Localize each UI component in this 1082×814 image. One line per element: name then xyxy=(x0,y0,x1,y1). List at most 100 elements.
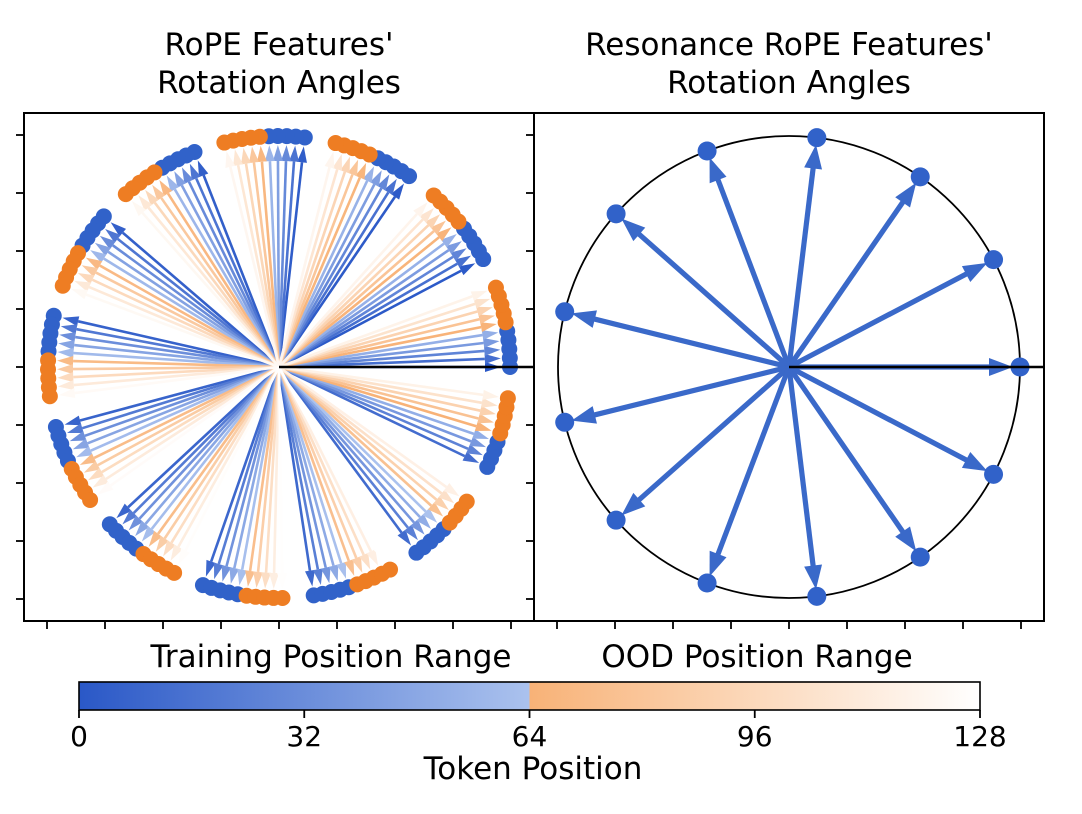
rope-arrow-head xyxy=(138,195,153,211)
rope-arrow-head xyxy=(253,571,264,588)
rope-arrow-shaft xyxy=(277,191,390,368)
rope-arrow-shaft xyxy=(278,366,438,501)
resonance-arrow-shaft xyxy=(633,365,791,506)
colorbar-tick-label: 128 xyxy=(953,720,1006,753)
rope-arrow-head xyxy=(344,559,355,576)
rope-arrow-shaft xyxy=(277,366,327,568)
rope-arrow-shaft xyxy=(277,196,397,368)
rope-arrow-shaft xyxy=(99,264,280,369)
rope-arrow-shaft xyxy=(105,365,280,480)
rope-arrow-head xyxy=(480,322,497,333)
rope-arrow-head xyxy=(320,566,331,584)
rope-arrow-head xyxy=(478,314,495,325)
rope-arrow-head xyxy=(241,147,251,165)
ood-position-dot xyxy=(274,589,291,606)
resonance-arrow-head xyxy=(961,262,988,283)
rope-arrow-head xyxy=(390,183,405,200)
rope-arrow-head xyxy=(483,345,501,356)
resonance-arrow-shaft xyxy=(713,366,792,561)
rope-arrow-head xyxy=(59,332,76,343)
rope-arrow-shaft xyxy=(277,166,331,368)
rope-arrow-head xyxy=(477,413,494,424)
colorbar-tick-label: 64 xyxy=(512,720,548,753)
rope-arrow-shaft xyxy=(73,365,280,379)
rope-arrow-head xyxy=(473,298,491,309)
rope-arrow-head xyxy=(110,222,127,237)
rope-arrow-shaft xyxy=(277,366,409,529)
rope-arrow-shaft xyxy=(278,366,416,524)
rope-arrow-head xyxy=(152,184,166,201)
resonance-arrow-head xyxy=(709,157,727,184)
rope-arrow-shaft xyxy=(202,174,281,368)
rope-arrow-shaft xyxy=(278,236,440,369)
rope-arrow-shaft xyxy=(277,366,365,556)
rope-arrow-shaft xyxy=(170,366,281,544)
resonance-arrow-shaft xyxy=(787,268,973,370)
rope-arrow-head xyxy=(433,495,449,511)
rope-arrow-head xyxy=(479,405,496,416)
rope-arrow-head xyxy=(197,160,209,178)
rope-arrow-head xyxy=(469,436,487,448)
rope-arrow-head xyxy=(470,290,488,301)
rope-arrow-head xyxy=(305,569,315,587)
rope-arrow-shaft xyxy=(103,257,280,369)
rope-arrow-head xyxy=(97,481,114,495)
rope-arrow-head xyxy=(462,451,480,464)
rope-arrow-shaft xyxy=(278,365,479,420)
rope-arrow-shaft xyxy=(278,242,445,369)
rope-arrow-head xyxy=(484,353,501,364)
colorbar-training-segment xyxy=(79,682,530,710)
rope-arrow-shaft xyxy=(77,320,280,369)
rope-arrow-head xyxy=(377,174,390,191)
rope-arrow-head xyxy=(159,180,173,197)
rope-arrow-shaft xyxy=(278,218,424,368)
rope-arrow-shaft xyxy=(91,278,280,369)
rope-arrow-head xyxy=(481,330,499,340)
rope-arrow-head xyxy=(482,389,499,400)
resonance-position-dot xyxy=(910,167,930,187)
rope-arrow-head xyxy=(419,208,434,224)
rope-arrow-head xyxy=(328,564,339,582)
rope-arrow-head xyxy=(261,572,272,589)
colorbar-tick-label: 96 xyxy=(737,720,773,753)
rope-arrow-shaft xyxy=(229,166,281,368)
rope-arrow-head xyxy=(483,338,500,348)
ood-position-dot xyxy=(82,491,99,508)
rope-arrow-shaft xyxy=(276,160,281,368)
resonance-arrow-shaft xyxy=(786,366,817,572)
rope-arrow-shaft xyxy=(278,213,418,368)
rope-arrow-head xyxy=(440,234,457,248)
rope-arrow-head xyxy=(233,149,244,167)
rope-arrow-head xyxy=(272,145,283,162)
rope-arrow-head xyxy=(85,257,103,270)
ood-position-dot xyxy=(425,187,442,204)
colorbar-tick-label: 32 xyxy=(286,720,322,753)
rope-arrow-shaft xyxy=(107,250,280,369)
rope-arrow-shaft xyxy=(278,365,484,397)
rope-arrow-head xyxy=(351,556,363,573)
rope-arrow-shaft xyxy=(278,269,462,369)
rope-arrow-head xyxy=(340,156,350,174)
rope-arrow-head xyxy=(422,507,438,523)
rope-arrow-head xyxy=(67,423,84,433)
rope-arrow-head xyxy=(57,356,74,367)
rope-arrow-head xyxy=(131,200,147,217)
resonance-arrow-head xyxy=(709,550,727,577)
rope-arrow-head xyxy=(450,248,467,262)
rope-arrow-shaft xyxy=(278,255,454,369)
rope-arrow-shaft xyxy=(184,366,281,552)
rope-arrow-shaft xyxy=(236,164,281,368)
rope-arrow-shaft xyxy=(277,366,312,571)
rope-arrow-head xyxy=(90,250,107,263)
rope-arrow-head xyxy=(83,460,101,473)
rope-arrow-head xyxy=(229,567,240,584)
resonance-arrow-shaft xyxy=(786,365,909,539)
resonance-arrow-head xyxy=(804,564,823,590)
rope-arrow-shaft xyxy=(163,366,281,540)
rope-arrow-head xyxy=(148,530,163,547)
rope-arrow-shaft xyxy=(278,341,484,369)
rope-arrow-head xyxy=(369,170,382,187)
resonance-arrow-shaft xyxy=(713,173,792,368)
rope-arrow-shaft xyxy=(278,366,433,507)
resonance-position-dot xyxy=(910,547,930,567)
